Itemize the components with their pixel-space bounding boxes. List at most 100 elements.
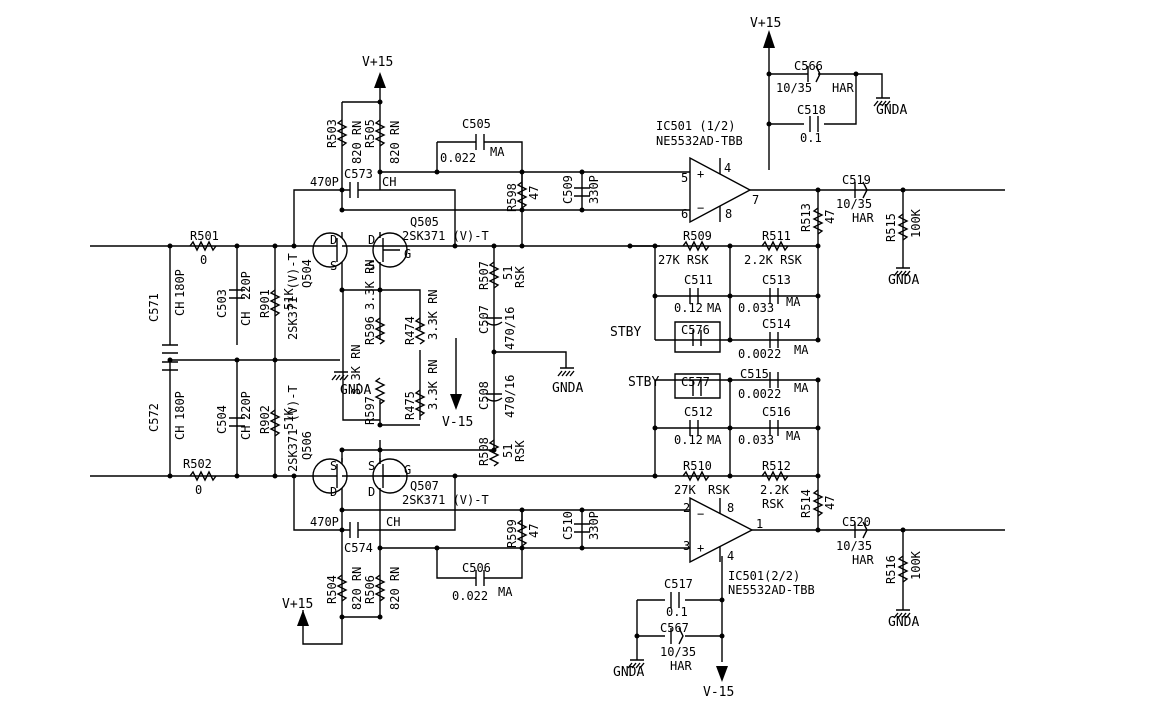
c517-value: 0.1 [666, 605, 688, 619]
c511-type: MA [707, 301, 722, 315]
plus-sign: + [697, 541, 704, 555]
r507-value: 51 [501, 266, 515, 280]
vpos-top-arrow [763, 30, 775, 48]
ground-icon [893, 609, 911, 619]
c507-value: 470/16 [503, 307, 517, 350]
c510-value: 330P [587, 511, 601, 540]
pin-label: 8 [727, 501, 734, 515]
c574-ref: C574 [344, 541, 373, 555]
r596-ref: R596 [363, 316, 377, 345]
r515-ref: R515 [884, 213, 898, 242]
r512-value: 2.2K [760, 483, 790, 497]
r597-resistor-symbol [374, 377, 386, 405]
c574-type: CH [386, 515, 400, 529]
c572-type: CH [173, 426, 187, 440]
r512-resistor-symbol [761, 470, 789, 482]
q505-label: Q505 [410, 215, 439, 229]
junction-dots [167, 71, 906, 639]
ic501-top-ref: IC501 (1/2) [656, 119, 735, 133]
c506-value: 0.022 [452, 589, 488, 603]
c511-capacitor-symbol [689, 288, 699, 304]
q506-label: Q506 [300, 431, 314, 460]
gnda-label: GNDA [876, 103, 907, 118]
r516-ref: R516 [884, 555, 898, 584]
c518-capacitor-symbol [809, 116, 819, 132]
c516-capacitor-symbol [769, 420, 779, 436]
ic501-top-part: NE5532AD-TBB [656, 134, 743, 148]
c507-capacitor-symbol [485, 317, 503, 326]
r504-value: 820 RN [350, 567, 364, 610]
r502-ref: R502 [183, 457, 212, 471]
c520-value: 10/35 [836, 539, 872, 553]
vpos-top-label: V+15 [750, 16, 781, 31]
r598-value: 47 [527, 186, 541, 200]
r507-type: RSK [513, 266, 527, 288]
r516-resistor-symbol [897, 555, 909, 583]
ground-icon [893, 267, 911, 277]
r501-resistor-symbol [189, 240, 217, 252]
pin-label: D [368, 485, 375, 499]
c511-ref: C511 [684, 273, 713, 287]
r902-value: 51K [282, 408, 296, 430]
c505-ref: C505 [462, 117, 491, 131]
r501-ref: R501 [190, 229, 219, 243]
pin-label: 4 [724, 161, 731, 175]
c566-ref: C566 [794, 59, 823, 73]
r503-ref: R503 [325, 119, 339, 148]
r510-resistor-symbol [682, 470, 710, 482]
r507-resistor-symbol [488, 261, 500, 289]
pin-label: S [330, 259, 337, 273]
c576-ref: C576 [681, 323, 710, 337]
r475-resistor-symbol [414, 389, 426, 417]
r902-resistor-symbol [269, 409, 281, 437]
q507-transistor-symbol [372, 458, 408, 494]
c515-capacitor-symbol [769, 372, 779, 388]
r513-ref: R513 [799, 203, 813, 232]
c577-capacitor-symbol [692, 380, 702, 396]
r510-ref: R510 [683, 459, 712, 473]
c519-value: 10/35 [836, 197, 872, 211]
r510-type: RSK [708, 483, 730, 497]
r508-value: 51 [501, 444, 515, 458]
r475-value: 3.3K RN [426, 359, 440, 410]
c507-ref: C507 [477, 305, 491, 334]
vpos-bottom-arrow [297, 610, 309, 626]
c567-value: 10/35 [660, 645, 696, 659]
q507-label: Q507 [410, 479, 439, 493]
transistors [312, 232, 408, 500]
pin-label: S [330, 459, 337, 473]
r901-ref: R901 [258, 289, 272, 318]
c506-capacitor-symbol [470, 570, 490, 586]
c518-value: 0.1 [800, 131, 822, 145]
r599-ref: R599 [505, 519, 519, 548]
r509-resistor-symbol [682, 240, 710, 252]
ground-icon [873, 97, 891, 107]
r901-value: 51K [282, 288, 296, 310]
r501-value: 0 [200, 253, 207, 267]
c514-type: MA [794, 343, 809, 357]
c571-capacitor-symbol [162, 344, 178, 354]
r506-resistor-symbol [374, 574, 386, 602]
c509-capacitor-symbol [574, 187, 590, 197]
c517-capacitor-symbol [670, 592, 680, 608]
c515-ref: C515 [740, 367, 769, 381]
r901-resistor-symbol [269, 289, 281, 317]
pin-label: S [368, 459, 375, 473]
r511-ref: R511 [762, 229, 791, 243]
c576-capacitor-symbol [692, 330, 702, 346]
r505-value: 820 RN [388, 121, 402, 164]
ic501-bottom-part: NE5532AD-TBB [728, 583, 815, 597]
r502-resistor-symbol [189, 470, 217, 482]
r474-ref: R474 [403, 316, 417, 345]
c509-value: 330P [587, 175, 601, 204]
pin-label: D [368, 233, 375, 247]
c504-value: 220P [239, 391, 253, 420]
pin-label: G [404, 463, 411, 477]
c571-value: 180P [173, 269, 187, 298]
plus-sign: + [697, 167, 704, 181]
c519-capacitor-symbol [854, 181, 868, 199]
r504-ref: R504 [325, 575, 339, 604]
c567-capacitor-symbol [670, 627, 684, 645]
vpos-mid-arrow [374, 72, 386, 88]
